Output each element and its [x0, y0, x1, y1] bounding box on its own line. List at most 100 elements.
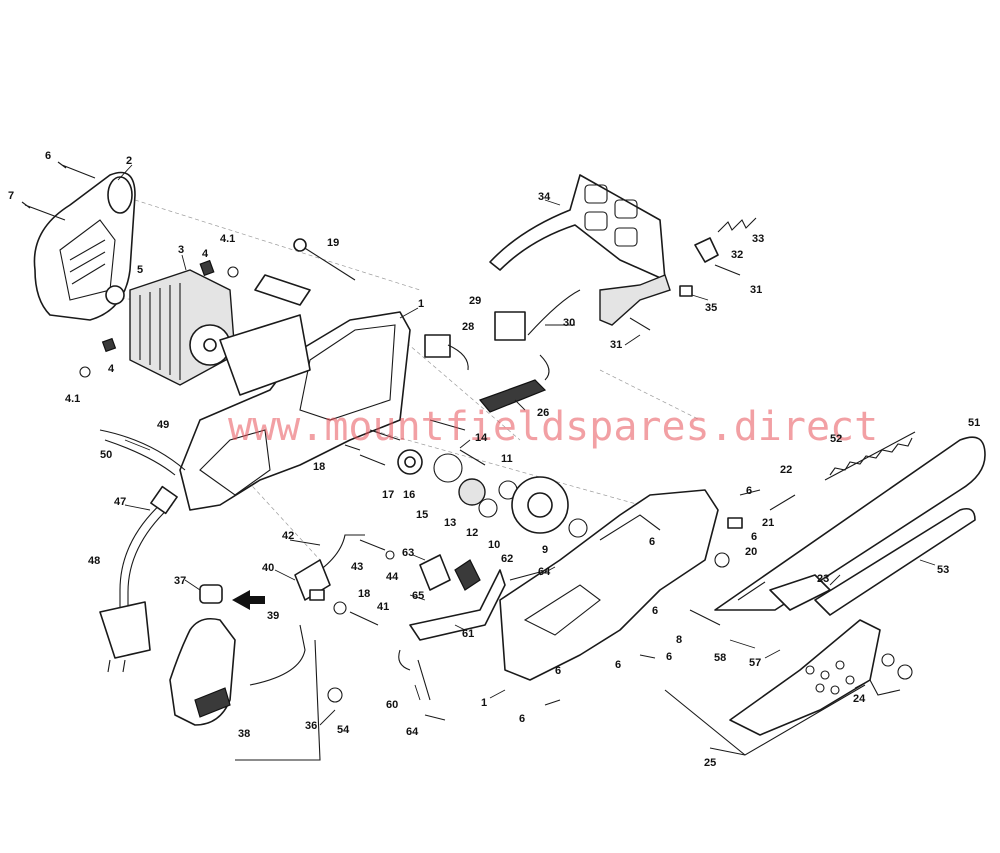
callout-40: 40 [262, 562, 274, 574]
handle-cover-part [33, 171, 136, 321]
callout-18-a: 18 [313, 461, 325, 473]
callout-32: 32 [731, 249, 743, 261]
leader-lines [117, 164, 936, 756]
callout-44: 44 [386, 571, 399, 583]
washer-18-screw-41 [333, 601, 379, 626]
callout-38: 38 [238, 728, 250, 740]
callout-9: 9 [542, 544, 548, 556]
lever-32 [629, 237, 741, 331]
rear-handle-part [489, 174, 671, 326]
side-cover-25 [729, 619, 881, 736]
callout-54: 54 [337, 724, 350, 736]
callout-6-e: 6 [666, 651, 672, 663]
callout-36: 36 [305, 720, 317, 732]
callout-37: 37 [174, 575, 186, 587]
callout-31-a: 31 [750, 284, 762, 296]
brake-parts [398, 554, 541, 721]
callout-24: 24 [853, 693, 866, 705]
callout-4-a: 4 [202, 248, 209, 260]
callout-63: 63 [402, 547, 414, 559]
callout-50: 50 [100, 449, 112, 461]
callout-29: 29 [469, 295, 481, 307]
callout-23: 23 [817, 573, 829, 585]
callout-1-a: 1 [418, 298, 424, 310]
callout-52: 52 [830, 433, 842, 445]
motor-part [105, 269, 236, 386]
callout-22: 22 [780, 464, 792, 476]
power-cord [99, 485, 178, 673]
callout-58: 58 [714, 652, 726, 664]
callout-18-b: 18 [358, 588, 370, 600]
brushes [79, 259, 239, 378]
callout-26: 26 [537, 407, 549, 419]
callout-16: 16 [403, 489, 415, 501]
callout-6-d: 6 [652, 605, 658, 617]
callout-47: 47 [114, 496, 126, 508]
screws-6-7 [21, 161, 96, 221]
chain-52 [824, 431, 916, 481]
callout-53: 53 [937, 564, 949, 576]
callout-51: 51 [968, 417, 980, 429]
callout-8: 8 [676, 634, 682, 646]
callout-35: 35 [705, 302, 717, 314]
screws-sprocket [344, 419, 486, 466]
oil-hose-36 [235, 624, 321, 761]
callout-19: 19 [327, 237, 339, 249]
callout-33: 33 [752, 233, 764, 245]
watermark-text: www.mountfieldspares.direct [228, 404, 878, 450]
callout-61: 61 [462, 628, 474, 640]
callout-34: 34 [538, 191, 551, 203]
callout-65: 65 [412, 590, 424, 602]
callout-49: 49 [157, 419, 169, 431]
callout-6-a: 6 [45, 150, 51, 162]
bar-clamp-21-20 [714, 517, 743, 568]
oil-pump-parts [294, 534, 395, 601]
callout-6-g: 6 [555, 665, 561, 677]
bar-screws [544, 489, 796, 706]
callout-60: 60 [386, 699, 398, 711]
callout-6-h: 6 [519, 713, 525, 725]
callout-11: 11 [501, 453, 513, 465]
seal-54 [327, 687, 343, 703]
sprocket-group [397, 449, 588, 538]
callout-1-b: 1 [481, 697, 487, 709]
trigger-26 [478, 379, 547, 413]
callout-5: 5 [137, 264, 143, 276]
callout-6-b: 6 [746, 485, 752, 497]
oil-tank-part [169, 584, 236, 726]
callout-30: 30 [563, 317, 575, 329]
callout-42: 42 [282, 530, 294, 542]
callout-41: 41 [377, 601, 389, 613]
callout-64-b: 64 [406, 726, 419, 738]
callout-3: 3 [178, 244, 184, 256]
callout-7: 7 [8, 190, 14, 202]
callout-14: 14 [475, 432, 488, 444]
callout-2: 2 [126, 155, 132, 167]
switch-parts [424, 289, 581, 381]
main-body-right [499, 489, 719, 681]
callout-39: 39 [267, 610, 279, 622]
callout-62: 62 [501, 553, 513, 565]
callout-15: 15 [416, 509, 428, 521]
main-body-left [179, 274, 411, 511]
cable-49-50 [99, 429, 186, 476]
callout-57: 57 [749, 657, 761, 669]
callout-28: 28 [462, 321, 474, 333]
callout-25: 25 [704, 757, 716, 769]
arrow-indicator [232, 590, 265, 610]
spring-33 [717, 217, 757, 233]
callout-17: 17 [382, 489, 394, 501]
callout-64-a: 64 [538, 566, 551, 578]
guide-bar [714, 436, 986, 616]
callout-6-i: 6 [751, 531, 757, 543]
callout-21: 21 [762, 517, 774, 529]
callout-31-b: 31 [610, 339, 622, 351]
bar-plate [769, 574, 831, 611]
callout-20: 20 [745, 546, 757, 558]
callout-13: 13 [444, 517, 456, 529]
callout-4-1-a: 4.1 [220, 233, 235, 245]
callout-labels: 6 2 7 3 4 4.1 5 4 4.1 19 1 34 33 32 31 3… [8, 150, 980, 769]
callout-10: 10 [488, 539, 500, 551]
callout-48: 48 [88, 555, 100, 567]
